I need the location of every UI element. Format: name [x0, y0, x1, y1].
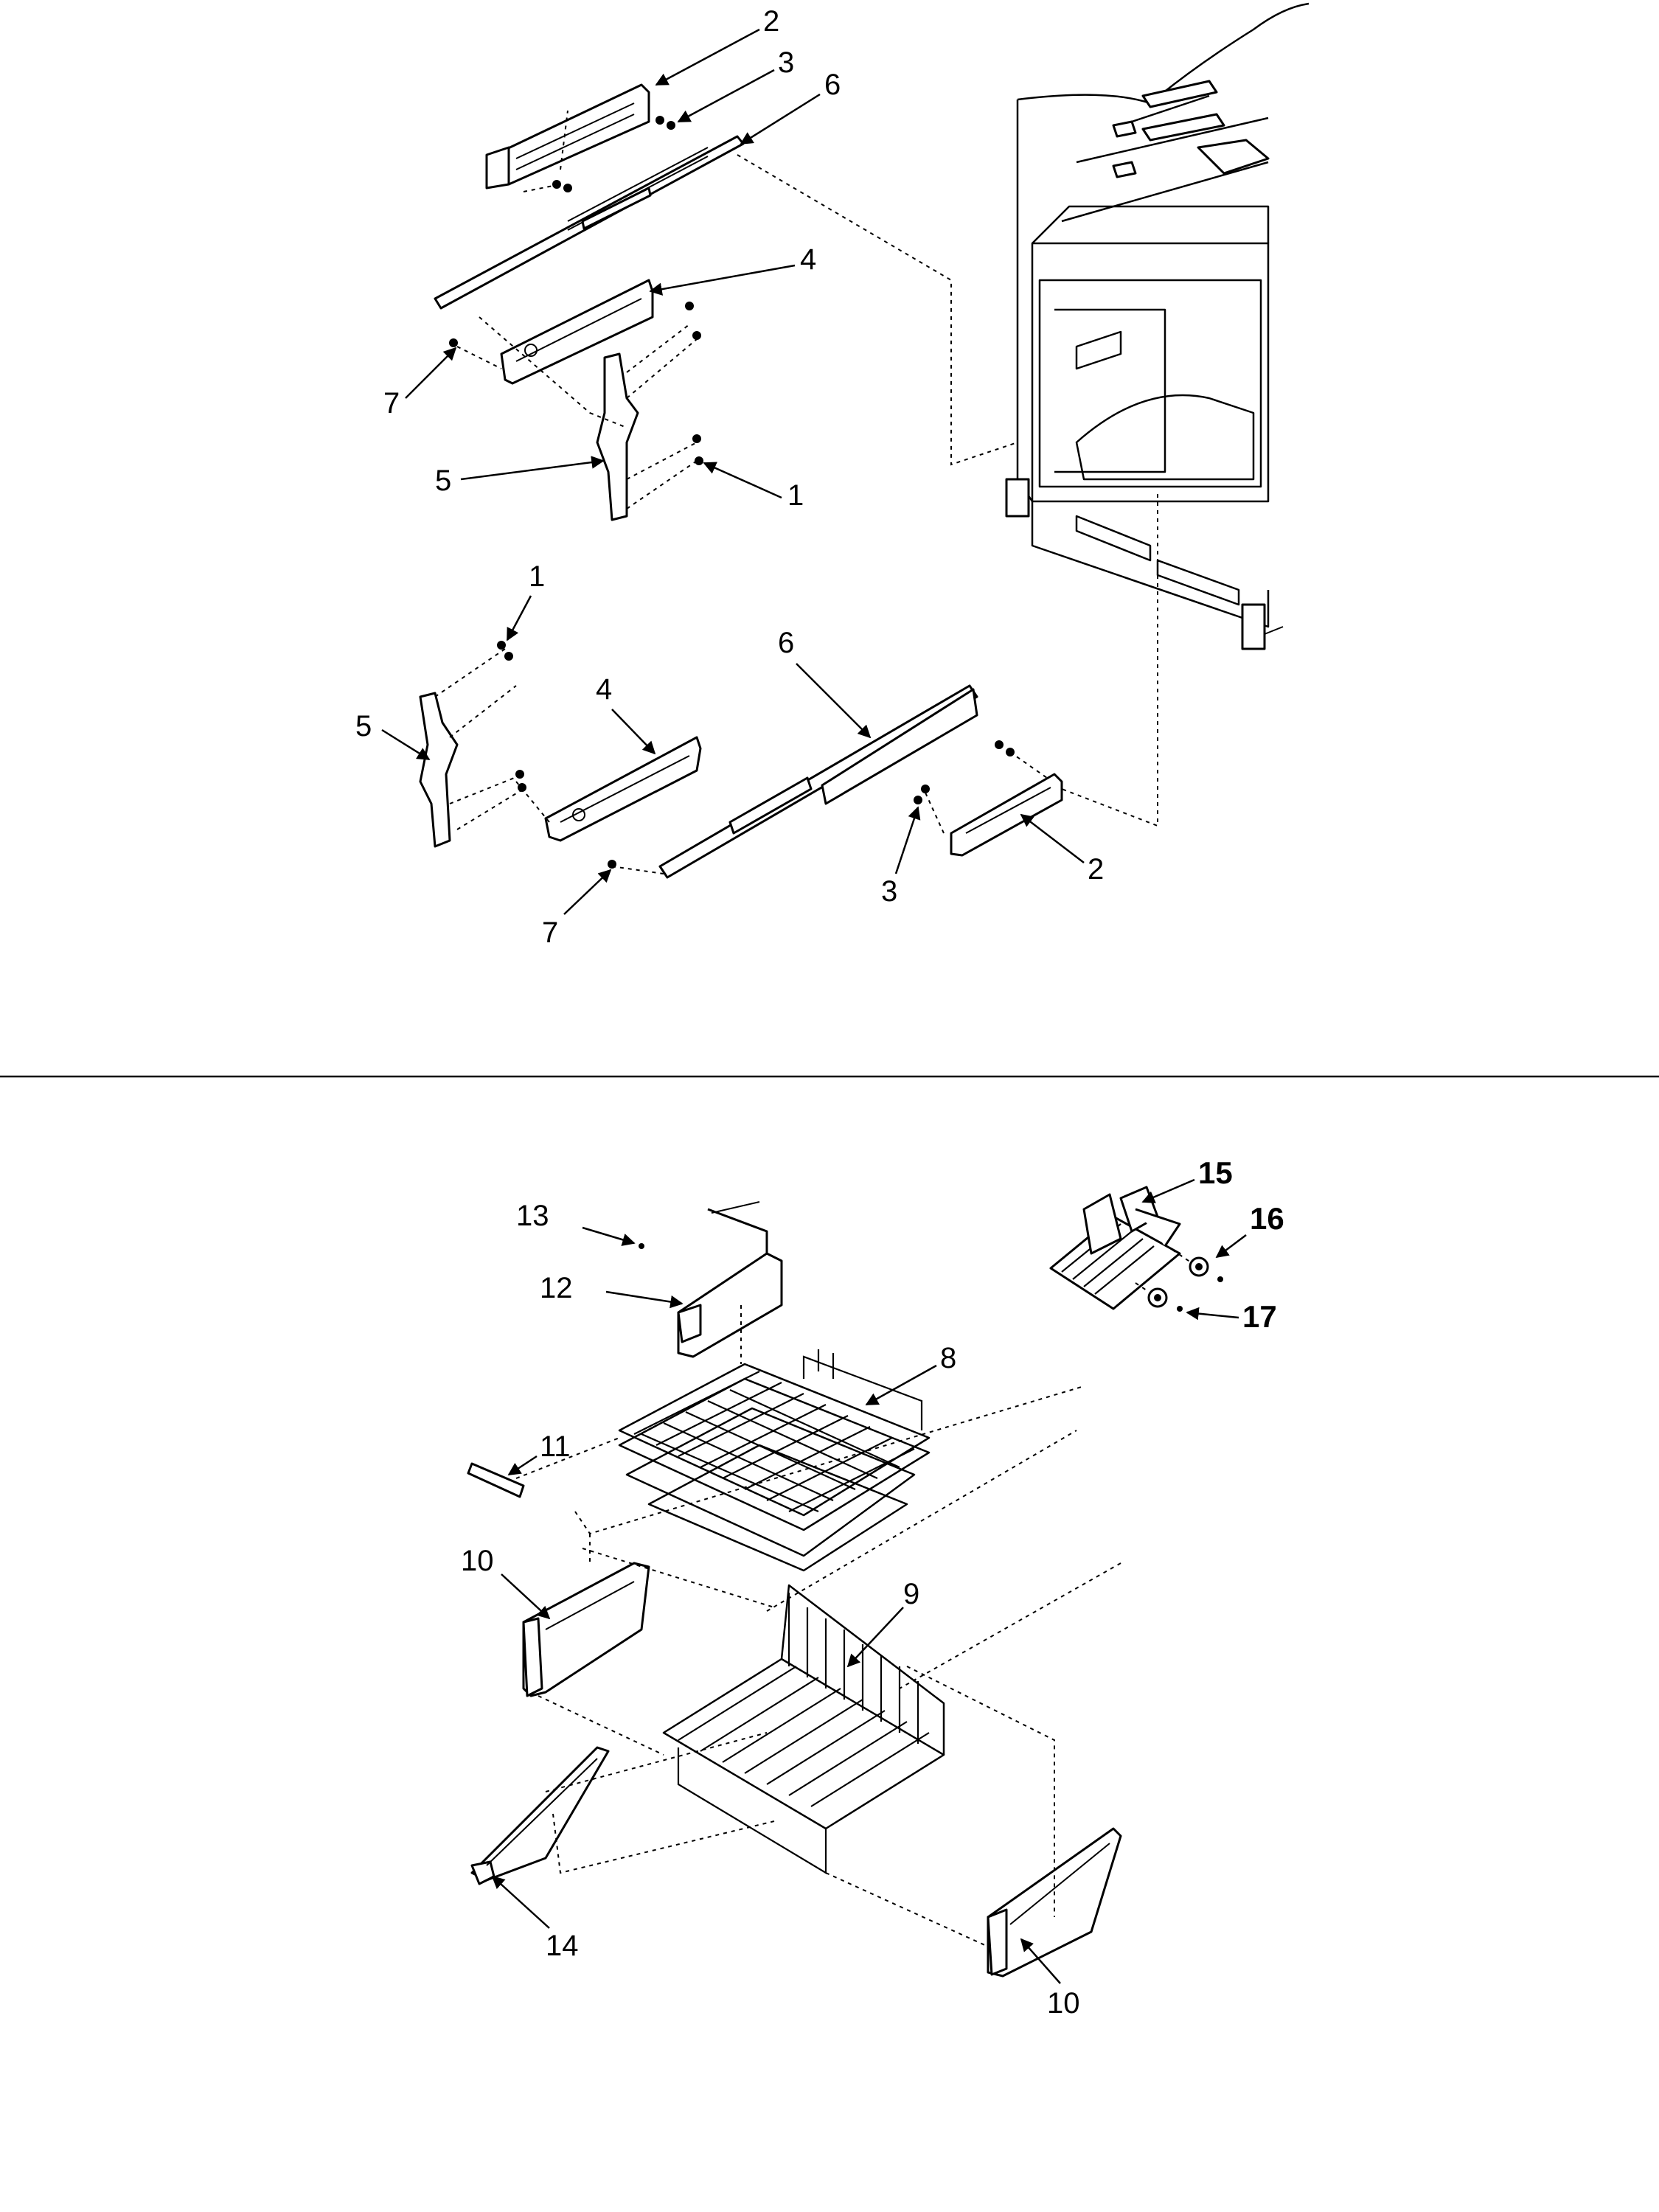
- side-bracket-upper: [596, 352, 703, 521]
- slide-rail-lower: [658, 684, 978, 879]
- rail-bracket-lower: [914, 740, 1063, 857]
- wire-rack-9: [662, 1584, 945, 1874]
- callout-2-middle: 2: [1088, 853, 1104, 886]
- callout-group-upper: 2 3 6 4 7 5 1: [383, 5, 841, 512]
- callout-11: 11: [540, 1430, 571, 1463]
- callout-5-middle: 5: [355, 710, 372, 742]
- wire-basket-8: [618, 1349, 931, 1572]
- callout-1-upper: 1: [787, 479, 804, 512]
- callout-1-middle: 1: [529, 560, 545, 593]
- callout-12: 12: [540, 1272, 573, 1304]
- callout-7-upper: 7: [383, 387, 400, 420]
- callout-4-middle: 4: [596, 673, 612, 706]
- rail-bracket-upper: [485, 83, 675, 192]
- callout-8: 8: [940, 1342, 956, 1374]
- drawer-bracket-14: [470, 1746, 610, 1885]
- callout-16: 16: [1250, 1201, 1284, 1236]
- callout-10-left: 10: [461, 1545, 494, 1577]
- rail-mount-lower: [544, 736, 702, 869]
- callout-3-upper: 3: [778, 46, 794, 79]
- callout-14: 14: [546, 1930, 579, 1962]
- drawer-bracket-10-left: [522, 1562, 650, 1697]
- callout-6-middle: 6: [778, 627, 794, 659]
- callout-group-lower: 15 16 17 13 12 8 11 10 9 14 10: [461, 1155, 1284, 2020]
- callout-2-upper: 2: [763, 5, 779, 38]
- callout-6-upper: 6: [824, 69, 841, 101]
- knob-assembly: [1135, 1249, 1223, 1312]
- refrigerator-cabinet: [737, 2, 1310, 827]
- callout-4-upper: 4: [800, 243, 816, 276]
- callout-9: 9: [903, 1578, 919, 1610]
- callout-group-middle: 1 5 4 6 3 2 7: [355, 560, 1104, 949]
- callout-7-middle: 7: [542, 917, 558, 949]
- callout-13: 13: [516, 1200, 549, 1232]
- side-bracket-lower: [419, 641, 526, 848]
- basket-handle-11: [467, 1462, 525, 1498]
- basket-divider-12: [639, 1201, 783, 1358]
- callout-3-middle: 3: [881, 875, 897, 908]
- rail-mount-upper: [449, 279, 701, 385]
- callout-10-right: 10: [1047, 1987, 1080, 2020]
- callout-17: 17: [1242, 1299, 1277, 1334]
- callout-15: 15: [1198, 1155, 1233, 1190]
- callout-5-upper: 5: [435, 465, 451, 497]
- wire-tray-15: [1049, 1186, 1181, 1310]
